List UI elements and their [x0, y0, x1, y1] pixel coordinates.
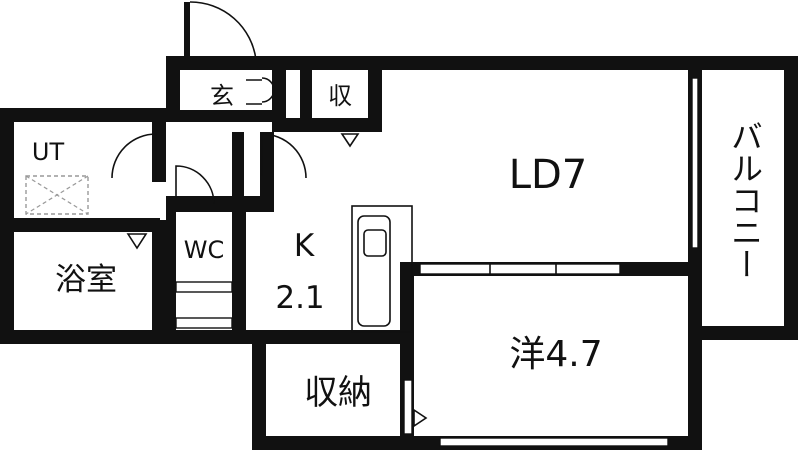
room-closet: 収納: [304, 373, 372, 413]
room-kitchen-size: 2.1: [275, 280, 324, 316]
kitchen-counter: [351, 205, 413, 333]
interior-doors: [111, 77, 307, 205]
room-entrance: 玄: [210, 82, 234, 110]
room-living-dining: LD7: [509, 152, 588, 198]
closet-door: [403, 379, 413, 435]
room-kitchen-name: K: [294, 228, 315, 264]
room-storage-small: 収: [328, 82, 352, 110]
washer-space: [25, 175, 89, 215]
wc-window: [175, 281, 233, 293]
room-utility: UT: [32, 138, 65, 166]
western-room-window: [439, 437, 669, 447]
room-bath: 浴室: [55, 262, 117, 298]
sink: [357, 215, 391, 327]
windows: [175, 77, 699, 447]
room-western: 洋4.7: [509, 334, 602, 375]
room-toilet: WC: [184, 236, 225, 264]
fixtures: [25, 133, 428, 428]
room-balcony: バルコニー: [726, 120, 764, 280]
ld-window: [691, 77, 699, 249]
walls: [0, 56, 798, 450]
entrance-door: [184, 1, 257, 61]
sliding-door: [419, 263, 621, 275]
